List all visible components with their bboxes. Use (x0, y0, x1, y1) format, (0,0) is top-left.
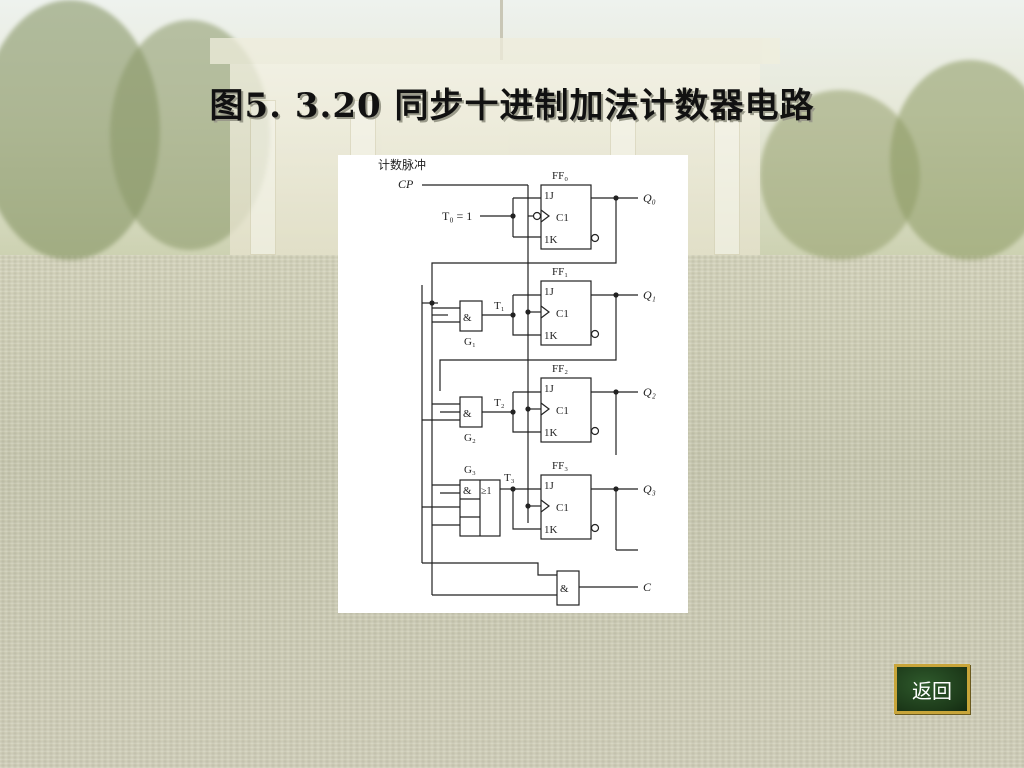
svg-text:1J: 1J (544, 286, 555, 298)
svg-text:C1: C1 (556, 405, 569, 417)
svg-text:≥1: ≥1 (481, 486, 492, 497)
svg-text:T₂: T₂ (494, 397, 505, 409)
svg-text:G₃: G₃ (464, 464, 476, 476)
svg-text:&: & (463, 485, 472, 497)
svg-text:FF₂: FF₂ (552, 363, 568, 375)
svg-text:1J: 1J (544, 383, 555, 395)
svg-text:1K: 1K (544, 427, 558, 439)
svg-text:C1: C1 (556, 308, 569, 320)
back-button[interactable]: 返回 (894, 664, 970, 714)
svg-text:&: & (463, 312, 472, 324)
circuit-diagram: 计数脉冲 CP T₀ = 1 FF₀ 1J C1 1K Q₀ FF₁ (338, 155, 688, 613)
svg-text:1J: 1J (544, 480, 555, 492)
ff1-output-label: Q₁ (643, 288, 656, 302)
ff0-output-label: Q₀ (643, 191, 656, 205)
svg-text:T₁: T₁ (494, 300, 505, 312)
svg-text:&: & (560, 583, 569, 595)
flip-flop-ff3: FF₃ 1J C1 1K Q₃ (525, 460, 656, 540)
svg-text:C1: C1 (556, 502, 569, 514)
page-title: 图5. 3.20 同步十进制加法计数器电路 (209, 86, 815, 126)
svg-text:&: & (463, 408, 472, 420)
svg-text:1K: 1K (544, 524, 558, 536)
gate-g1: & G₁ T₁ (432, 294, 541, 348)
flip-flop-ff1: FF₁ 1J C1 1K Q₁ (525, 266, 656, 346)
background-tree (890, 60, 1024, 260)
svg-text:1K: 1K (544, 330, 558, 342)
svg-text:FF₀: FF₀ (552, 170, 568, 182)
ff2-output-label: Q₂ (643, 385, 656, 399)
svg-text:C1: C1 (556, 212, 569, 224)
svg-text:1K: 1K (544, 234, 558, 246)
input-label: 计数脉冲 (378, 157, 426, 172)
svg-text:1J: 1J (544, 190, 555, 202)
flip-flop-ff0: FF₀ 1J C1 1K Q₀ (528, 170, 656, 250)
svg-text:G₂: G₂ (464, 432, 476, 444)
gate-g2: & G₂ T₂ (422, 391, 541, 444)
svg-text:G₁: G₁ (464, 336, 476, 348)
svg-text:T₃: T₃ (504, 472, 515, 484)
background-flagpole (500, 0, 503, 60)
gate-g3: G₃ & ≥1 T₃ (422, 464, 541, 537)
cp-label: CP (398, 177, 414, 191)
flip-flop-ff2: FF₂ 1J C1 1K Q₂ (525, 363, 656, 443)
ff3-output-label: Q₃ (643, 482, 656, 496)
carry-gate: & C (422, 475, 652, 606)
t0-label: T₀ = 1 (442, 209, 472, 223)
svg-text:FF₁: FF₁ (552, 266, 568, 278)
carry-output-label: C (643, 580, 652, 594)
svg-text:FF₃: FF₃ (552, 460, 568, 472)
